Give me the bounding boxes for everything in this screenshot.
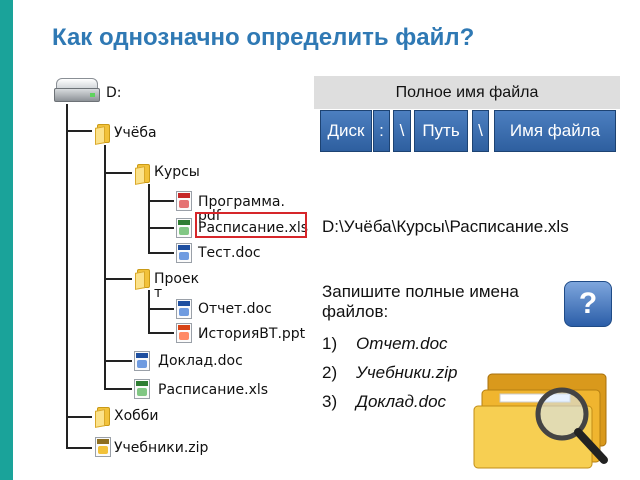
ppt-file-icon [176,323,192,343]
folder-label: Проект [154,271,200,301]
file-label: Тест.doc [198,245,261,261]
list-item: 2) Учебники.zip [322,363,457,392]
file-istoriyavt-ppt[interactable]: ИсторияВТ.ppt [176,323,316,343]
path-part-separator: \ [393,110,411,152]
tree-line [148,252,174,254]
list-number: 1) [322,334,338,353]
folder-ucheba[interactable]: Учёба [95,122,157,145]
folder-hobbi[interactable]: Хобби [95,405,159,428]
folder-icon [95,122,111,145]
drive-label: D: [106,85,122,101]
tree-line [148,290,150,334]
task-text: Запишите полные имена файлов: [322,282,519,321]
path-part-separator: \ [472,110,489,152]
folder-kursy[interactable]: Курсы [135,162,200,185]
doc-file-icon [176,299,192,319]
tree-line [104,388,132,390]
file-label: ИсторияВТ.ppt [198,326,306,342]
fullname-header: Полное имя файла [314,76,620,109]
tree-line [104,172,132,174]
folder-label: Курсы [154,164,200,180]
folder-proekt[interactable]: Проект [135,267,200,300]
slide-title: Как однозначно определить файл? [52,24,475,51]
xls-file-icon [134,379,150,399]
tree-line [66,130,92,132]
folder-icon [135,162,151,185]
file-label: Доклад.doc [158,353,243,369]
path-part-disk: Диск [320,110,372,152]
drive-icon [54,78,100,104]
pdf-file-icon [176,191,192,211]
file-label: Отчет.doc [198,301,272,317]
list-number: 2) [322,363,338,382]
path-part-colon: : [373,110,390,152]
folders-magnifier-icon [473,373,608,469]
tree-line [104,360,132,362]
tree-line [66,104,68,449]
tree-line [66,447,92,449]
doc-file-icon [134,351,150,371]
list-text: Доклад.doc [356,392,447,411]
file-uchebniki-zip[interactable]: Учебники.zip [95,437,208,457]
path-part-path: Путь [414,110,468,152]
tree-line [148,332,174,334]
tree-line [104,145,106,390]
tree-line [148,184,150,254]
xls-file-icon [176,218,192,238]
tree-line [66,416,92,418]
list-item: 3) Доклад.doc [322,392,457,421]
highlight-box [195,212,307,238]
list-number: 3) [322,392,338,411]
doc-file-icon [176,243,192,263]
file-label: Расписание.xls [198,220,309,236]
list-text: Учебники.zip [356,363,458,382]
path-part-filename: Имя файла [494,110,616,152]
accent-stripe [0,0,13,480]
folder-label: Учёба [114,125,157,141]
list-item: 1) Отчет.doc [322,334,457,363]
folder-icon [135,267,151,290]
file-test-doc[interactable]: Тест.doc [176,243,261,263]
example-path: D:\Учёба\Курсы\Расписание.xls [322,217,569,236]
file-raspisanie-xls[interactable]: Расписание.xls [176,218,313,238]
tree-line [148,308,174,310]
file-doklad-doc[interactable]: Доклад.doc [134,351,243,371]
file-otchet-doc[interactable]: Отчет.doc [176,299,272,319]
file-label: Учебники.zip [114,440,209,456]
folder-label: Хобби [114,408,159,424]
file-raspisanie2-xls[interactable]: Расписание.xls [134,379,276,399]
help-button[interactable]: ? [564,281,612,327]
folder-icon [95,405,111,428]
list-text: Отчет.doc [356,334,448,353]
tree-line [148,227,174,229]
task-list: 1) Отчет.doc 2) Учебники.zip 3) Доклад.doc [322,334,457,421]
zip-file-icon [95,437,111,457]
file-label: Расписание.xls [158,382,269,398]
tree-line [104,278,132,280]
tree-line [148,200,174,202]
